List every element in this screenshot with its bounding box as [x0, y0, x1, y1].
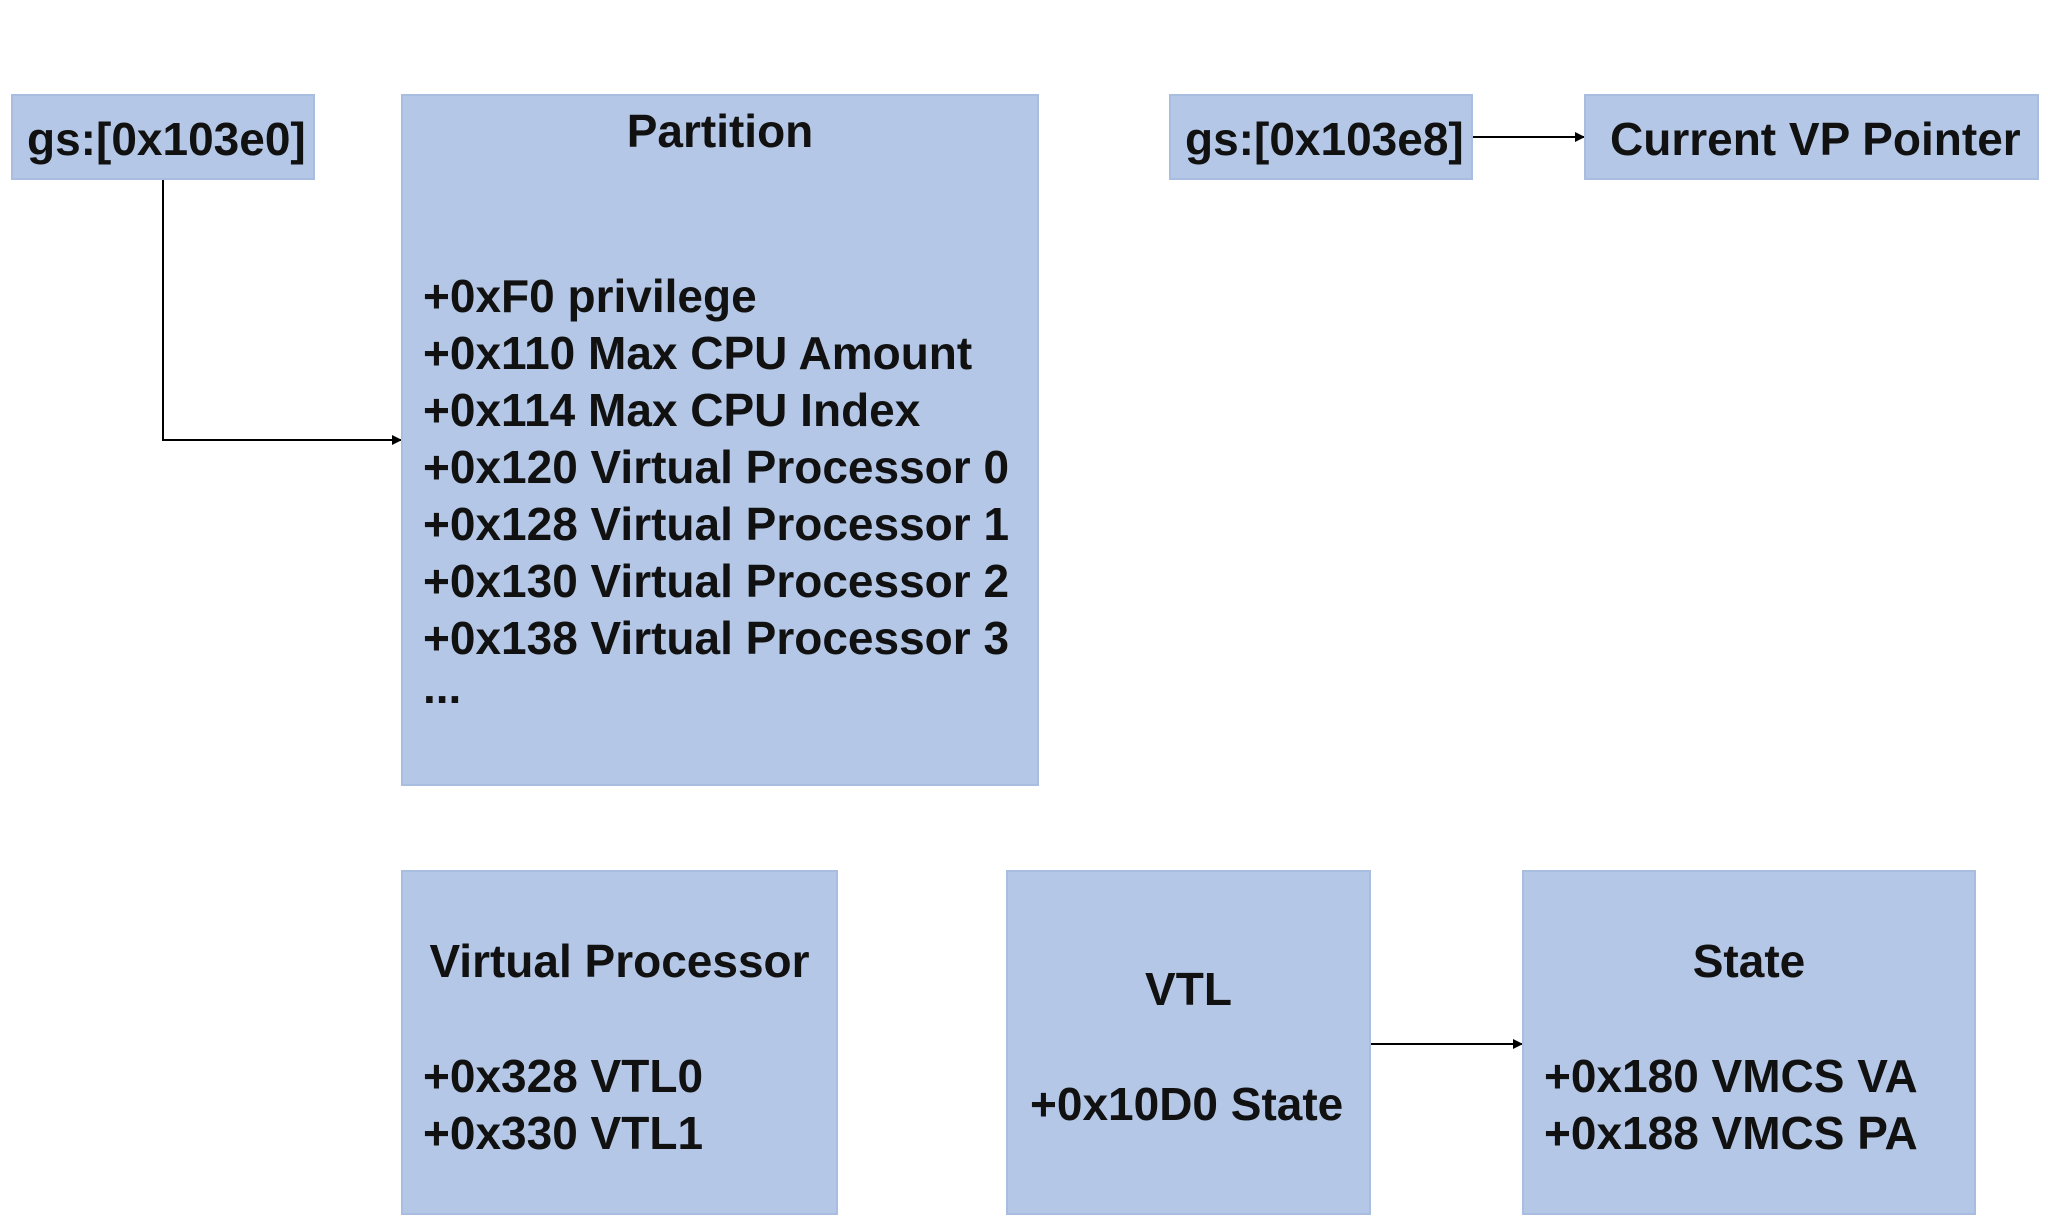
partition-field: +0x130 Virtual Processor 2 — [423, 555, 1010, 607]
partition-field: +0xF0 privilege — [423, 270, 757, 322]
state-box: State +0x180 VMCS VA +0x188 VMCS PA — [1522, 870, 1976, 1215]
vtl-box: VTL +0x10D0 State — [1006, 870, 1371, 1215]
current-vp-pointer-label: Current VP Pointer — [1610, 113, 2021, 165]
vtl-field: +0x10D0 State — [1030, 1078, 1344, 1130]
partition-field: +0x114 Max CPU Index — [423, 384, 921, 436]
state-field-list: +0x180 VMCS VA +0x188 VMCS PA — [1544, 1048, 1918, 1162]
partition-field-list: +0xF0 privilege +0x110 Max CPU Amount +0… — [423, 268, 1010, 713]
virtual-processor-box: Virtual Processor +0x328 VTL0 +0x330 VTL… — [401, 870, 838, 1215]
gs-partition-ref-box: gs:[0x103e0] — [11, 94, 315, 180]
vtl-field-list: +0x10D0 State — [1030, 1076, 1343, 1133]
partition-field: +0x110 Max CPU Amount — [423, 327, 973, 379]
virtual-processor-title: Virtual Processor — [429, 935, 810, 987]
state-title: State — [1692, 935, 1806, 987]
gs-partition-ref-label: gs:[0x103e0] — [27, 113, 306, 165]
gs-vp-ref-label: gs:[0x103e8] — [1185, 113, 1464, 165]
gs-vp-ref-box: gs:[0x103e8] — [1169, 94, 1473, 180]
partition-field-ellipsis: ... — [423, 661, 462, 713]
partition-box: Partition +0xF0 privilege +0x110 Max CPU… — [401, 94, 1039, 786]
partition-field: +0x138 Virtual Processor 3 — [423, 612, 1010, 664]
state-field: +0x180 VMCS VA — [1544, 1050, 1918, 1102]
current-vp-pointer-box: Current VP Pointer — [1584, 94, 2039, 180]
state-field: +0x188 VMCS PA — [1544, 1107, 1918, 1159]
virtual-processor-field: +0x328 VTL0 — [423, 1050, 704, 1102]
vtl-title: VTL — [1145, 963, 1232, 1015]
virtual-processor-field: +0x330 VTL1 — [423, 1107, 704, 1159]
partition-title: Partition — [626, 105, 814, 157]
arrow-gs-to-partition — [162, 179, 402, 445]
partition-field: +0x120 Virtual Processor 0 — [423, 441, 1010, 493]
partition-field: +0x128 Virtual Processor 1 — [423, 498, 1010, 550]
virtual-processor-field-list: +0x328 VTL0 +0x330 VTL1 — [423, 1048, 703, 1162]
